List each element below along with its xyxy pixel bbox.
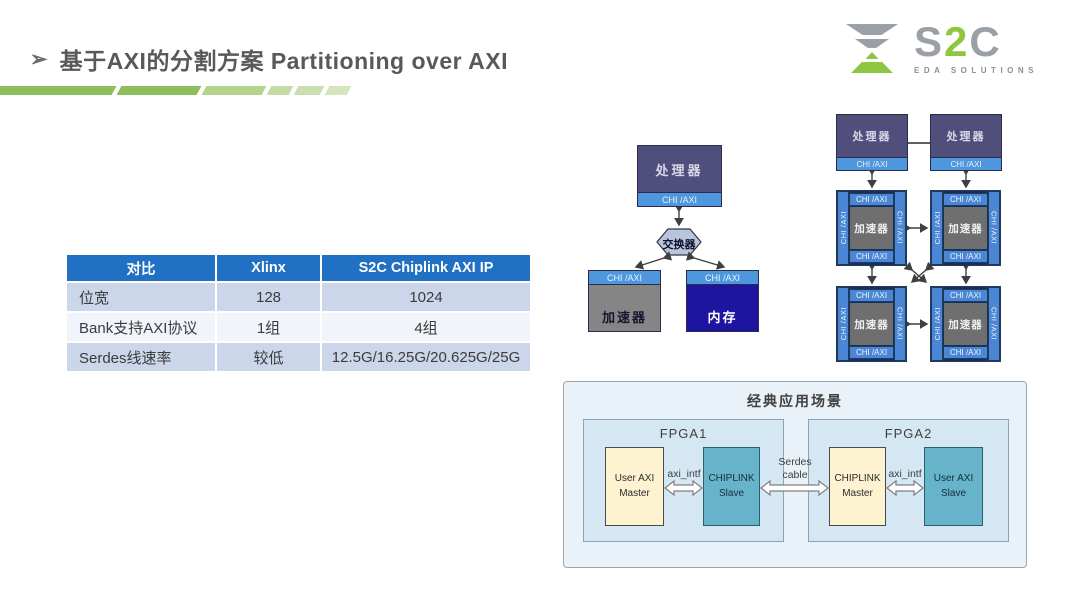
processor-label: 处理器 — [931, 115, 1001, 157]
table-cell: 12.5G/16.25G/20.625G/25G — [320, 341, 532, 373]
accelerator-label: 加速器 — [850, 303, 893, 345]
chi-axi-strip: CHI /AXI — [931, 191, 943, 265]
column-header: S2C Chiplink AXI IP — [320, 253, 532, 283]
chi-axi-strip: CHI /AXI — [988, 287, 1000, 361]
column-header: 对比 — [65, 253, 217, 283]
logo-letter-c: C — [969, 18, 1002, 65]
chi-axi-strip: CHI /AXI — [931, 157, 1001, 170]
mesh-diagram: 处理器 CHI /AXI 处理器 CHI /AXI CHI /AXI CHI /… — [830, 110, 1010, 370]
stripe-segment — [324, 86, 352, 95]
chi-axi-strip: CHI /AXI — [849, 346, 894, 359]
logo-letter-s: S — [914, 18, 945, 65]
soc-switch-diagram: 处理器 CHI /AXI 交换器 CHI /AXI 加速器 CHI /AXI 内… — [580, 140, 780, 340]
slide-header: ➢ 基于AXI的分割方案 Partitioning over AXI — [30, 42, 508, 76]
stripe-segment — [266, 86, 294, 95]
chi-axi-strip: CHI /AXI — [687, 271, 758, 285]
logo-subtitle: EDA SOLUTIONS — [914, 66, 1038, 75]
chi-axi-strip: CHI /AXI — [943, 289, 988, 302]
chi-axi-strip: CHI /AXI — [849, 289, 894, 302]
table-cell: 1组 — [215, 311, 322, 343]
s2c-hourglass-icon — [844, 24, 900, 82]
stripe-segment — [201, 86, 267, 95]
accelerator-label: 加速器 — [944, 303, 987, 345]
switch-label: 交换器 — [662, 239, 696, 251]
chi-axi-strip: CHI /AXI — [943, 250, 988, 263]
processor-label: 处理器 — [638, 146, 721, 192]
chiplink-slave-box: CHIPLINK Slave — [703, 447, 760, 526]
user-axi-master-box: User AXI Master — [605, 447, 664, 526]
column-header: Xlinx — [215, 253, 322, 283]
table-cell: 位宽 — [65, 281, 217, 313]
memory-box: CHI /AXI 内存 — [686, 270, 759, 332]
memory-label: 内存 — [687, 285, 758, 331]
table-cell: 128 — [215, 281, 322, 313]
app-panel-title: 经典应用场景 — [747, 393, 843, 409]
accelerator-tile: CHI /AXI CHI /AXI CHI /AXI CHI /AXI 加速器 — [836, 286, 907, 362]
chi-axi-strip: CHI /AXI — [849, 193, 894, 206]
logo-letter-2: 2 — [944, 18, 970, 65]
stripe-segment — [293, 86, 325, 95]
user-axi-slave-box: User AXI Slave — [924, 447, 983, 526]
s2c-logo: S2C EDA SOLUTIONS — [844, 21, 1038, 82]
stripe-segment — [116, 86, 202, 95]
chi-axi-strip: CHI /AXI — [894, 191, 906, 265]
table-cell: 1024 — [320, 281, 532, 313]
accelerator-label: 加速器 — [944, 207, 987, 249]
fpga1-label: FPGA1 — [659, 426, 708, 441]
fpga2-label: FPGA2 — [884, 426, 933, 441]
chi-axi-strip: CHI /AXI — [943, 193, 988, 206]
chi-axi-strip: CHI /AXI — [837, 287, 849, 361]
application-scenario-panel: 经典应用场景 FPGA1 FPGA2 User AXI Master CHIPL… — [563, 381, 1027, 568]
table-cell: Serdes线速率 — [65, 341, 217, 373]
chiplink-master-box: CHIPLINK Master — [829, 447, 886, 526]
chi-axi-strip: CHI /AXI — [943, 346, 988, 359]
accelerator-tile: CHI /AXI CHI /AXI CHI /AXI CHI /AXI 加速器 — [930, 190, 1001, 266]
processor-box: 处理器 CHI /AXI — [637, 145, 722, 207]
chi-axi-strip: CHI /AXI — [837, 191, 849, 265]
table-row: 位宽 128 1024 — [65, 281, 532, 313]
processor-box: 处理器 CHI /AXI — [930, 114, 1002, 171]
table-cell: Bank支持AXI协议 — [65, 311, 217, 343]
chi-axi-strip: CHI /AXI — [849, 250, 894, 263]
chi-axi-strip: CHI /AXI — [589, 271, 660, 285]
processor-box: 处理器 CHI /AXI — [836, 114, 908, 171]
chi-axi-strip: CHI /AXI — [638, 192, 721, 206]
accelerator-label: 加速器 — [850, 207, 893, 249]
page-title: 基于AXI的分割方案 Partitioning over AXI — [59, 48, 508, 74]
accelerator-tile: CHI /AXI CHI /AXI CHI /AXI CHI /AXI 加速器 — [930, 286, 1001, 362]
accelerator-tile: CHI /AXI CHI /AXI CHI /AXI CHI /AXI 加速器 — [836, 190, 907, 266]
chi-axi-strip: CHI /AXI — [837, 157, 907, 170]
comparison-table: 对比 Xlinx S2C Chiplink AXI IP 位宽 128 1024… — [65, 253, 532, 373]
processor-label: 处理器 — [837, 115, 907, 157]
accelerator-label: 加速器 — [589, 285, 660, 331]
serdes-cable-label: Serdes cable — [778, 456, 812, 481]
chi-axi-strip: CHI /AXI — [988, 191, 1000, 265]
table-cell: 4组 — [320, 311, 532, 343]
logo-text: S2C EDA SOLUTIONS — [914, 21, 1038, 76]
chi-axi-strip: CHI /AXI — [931, 287, 943, 361]
chi-axi-strip: CHI /AXI — [894, 287, 906, 361]
stripe-segment — [0, 86, 117, 95]
table-row: Serdes线速率 较低 12.5G/16.25G/20.625G/25G — [65, 341, 532, 373]
accelerator-box: CHI /AXI 加速器 — [588, 270, 661, 332]
axi-intf-label: axi_intf — [888, 468, 922, 480]
table-header-row: 对比 Xlinx S2C Chiplink AXI IP — [65, 253, 532, 283]
arrow-bullet-icon: ➢ — [30, 47, 48, 71]
table-cell: 较低 — [215, 341, 322, 373]
table-row: Bank支持AXI协议 1组 4组 — [65, 311, 532, 343]
accent-stripe-bar — [0, 86, 352, 95]
axi-intf-label: axi_intf — [667, 468, 701, 480]
